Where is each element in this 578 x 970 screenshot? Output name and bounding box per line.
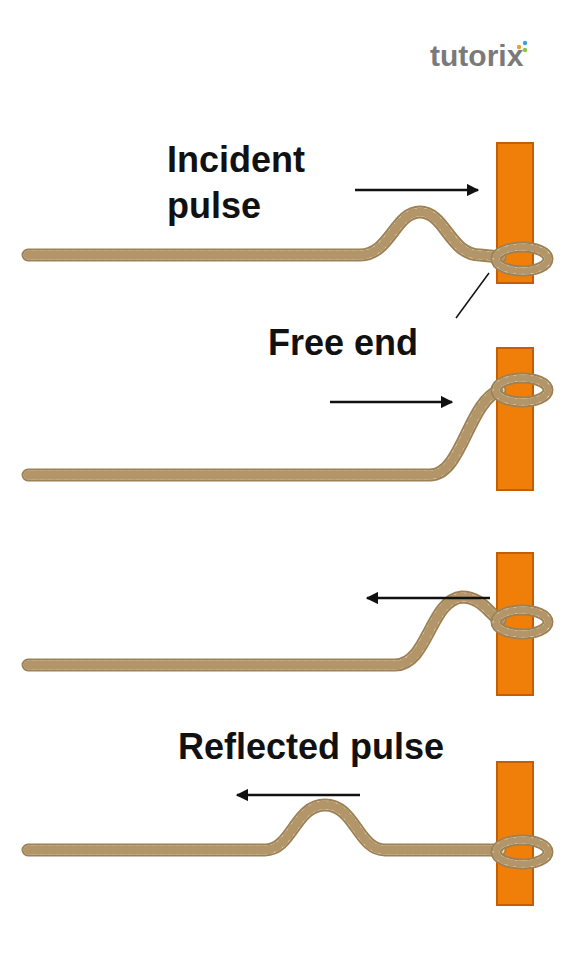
direction-arrow [330,401,452,404]
wall-post [497,762,533,905]
rope [28,212,548,271]
rope [28,597,548,665]
direction-arrow [355,189,478,192]
pulse-label: Incident pulse [167,137,357,229]
wall-post [497,348,533,490]
rope [28,805,548,864]
pulse-label: Reflected pulse [178,726,518,768]
logo-dot [523,48,527,52]
leader-line [456,273,489,318]
end-label: Free end [268,322,488,364]
direction-arrow [237,794,360,797]
rope [28,378,548,475]
direction-arrow [367,597,490,600]
logo-dot [523,41,527,45]
watermark: tutorix [430,38,550,74]
